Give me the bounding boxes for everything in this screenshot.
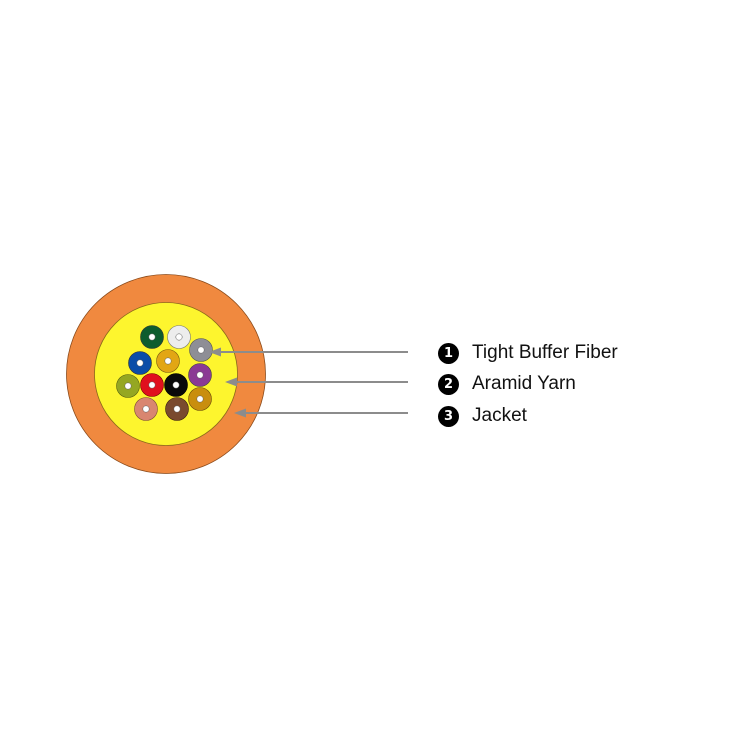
fiber-amber xyxy=(188,387,212,411)
fiber-gray xyxy=(189,338,213,362)
number-marker: 1 xyxy=(438,342,459,364)
fiber-red xyxy=(140,373,164,397)
legend-item-aramid-yarn: 2 Aramid Yarn xyxy=(438,372,576,396)
legend-label: Jacket xyxy=(472,405,527,426)
arrow-jacket xyxy=(234,408,408,418)
callout-arrows xyxy=(209,347,408,418)
arrow-tight-buffer-fiber xyxy=(209,347,408,357)
legend-label: Tight Buffer Fiber xyxy=(472,342,618,363)
fiber-black xyxy=(164,373,188,397)
fiber-olive xyxy=(116,374,140,398)
fiber-blue xyxy=(128,351,152,375)
tight-buffer-fibers xyxy=(116,325,213,421)
number-marker: 2 xyxy=(438,373,459,395)
aramid-yarn-layer xyxy=(94,302,238,446)
number-marker: 3 xyxy=(438,405,459,427)
legend-item-jacket: 3 Jacket xyxy=(438,404,527,428)
arrow-aramid-yarn xyxy=(225,377,408,387)
fiber-white xyxy=(167,325,191,349)
fiber-orange xyxy=(156,349,180,373)
fiber-violet xyxy=(188,363,212,387)
legend-item-tight-buffer-fiber: 1 Tight Buffer Fiber xyxy=(438,341,618,365)
fiber-brown xyxy=(165,397,189,421)
fiber-rose xyxy=(134,397,158,421)
fiber-green xyxy=(140,325,164,349)
legend-label: Aramid Yarn xyxy=(472,373,576,394)
